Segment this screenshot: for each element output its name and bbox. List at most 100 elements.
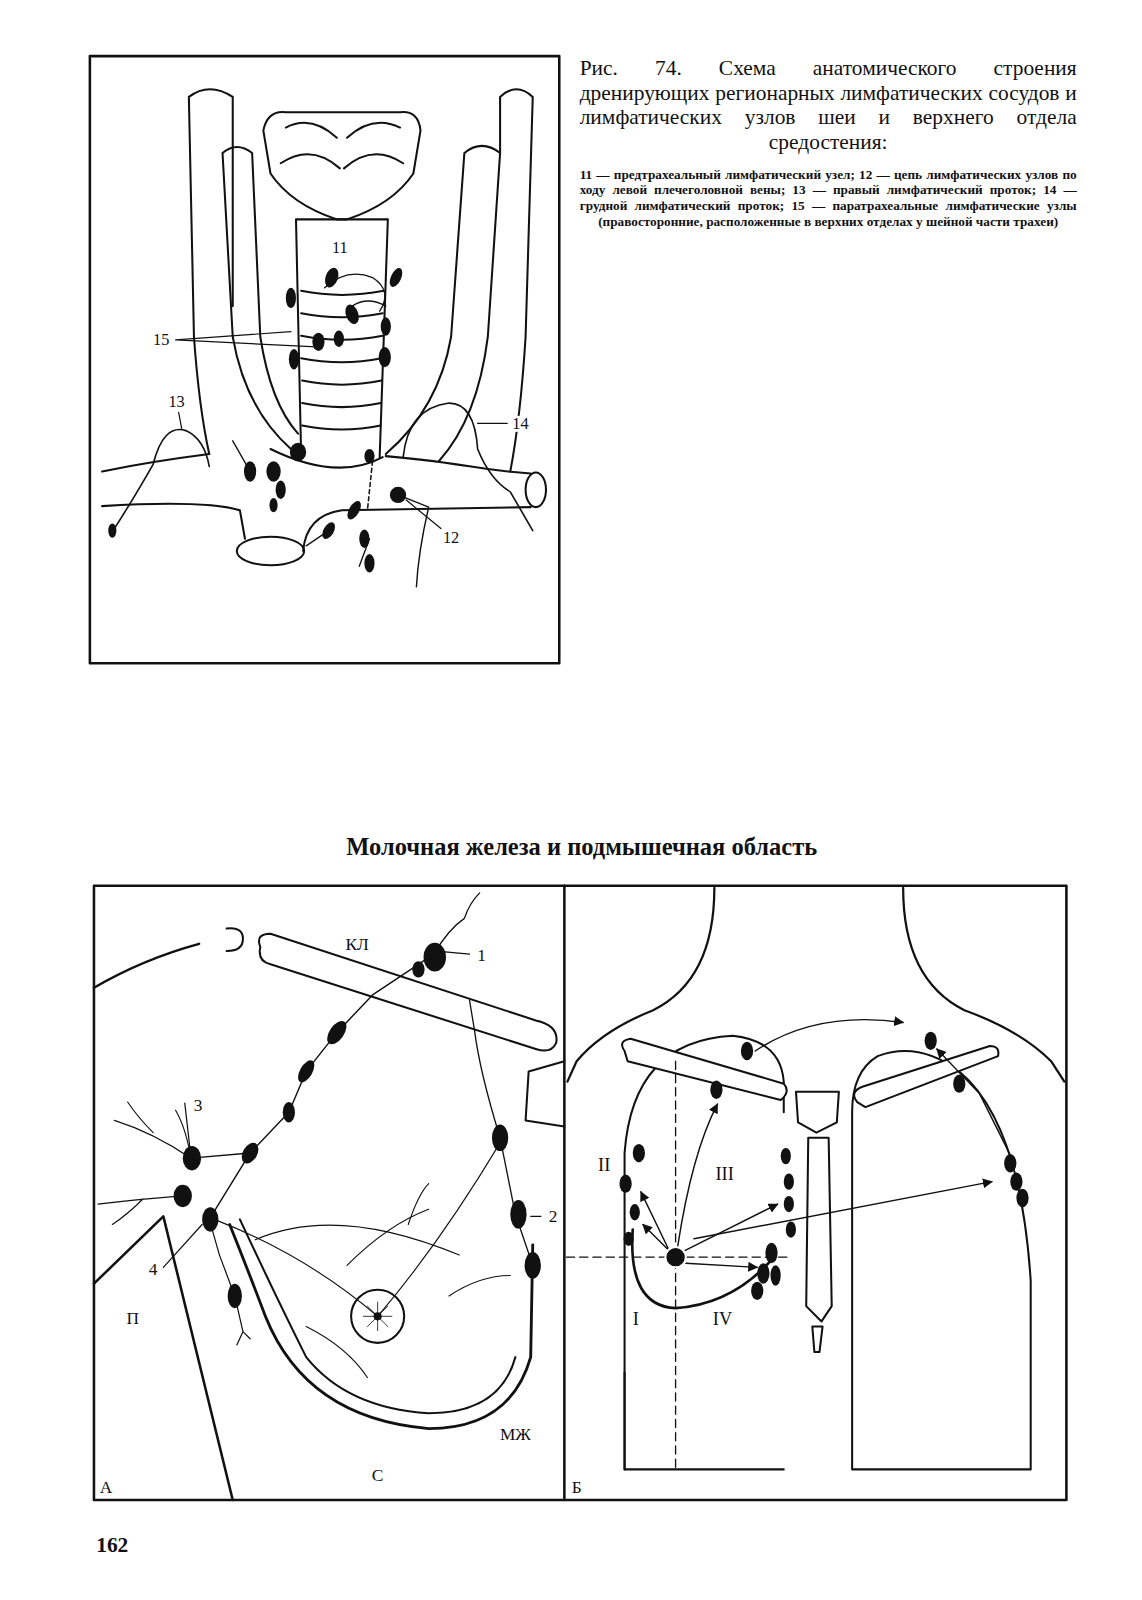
breast-figure-part xyxy=(469,1000,532,1265)
region-numeral: II xyxy=(596,1156,612,1174)
breast-figure-part xyxy=(526,1061,565,1126)
part-label: КЛ xyxy=(344,936,371,953)
neck-figure-part xyxy=(381,317,391,335)
neck-figure-part xyxy=(269,498,277,512)
breast-figure-part xyxy=(757,1263,769,1283)
neck-figure-part xyxy=(301,291,384,430)
neck-figure-part xyxy=(500,89,533,471)
breast-figure-part xyxy=(765,1243,777,1263)
breast-figure-part xyxy=(684,1204,778,1251)
neck-figure-part xyxy=(223,147,299,449)
neck-figure-part xyxy=(237,537,304,566)
breast-figure-part xyxy=(191,954,434,1219)
region-numeral: III xyxy=(713,1164,735,1182)
neck-figure-part xyxy=(114,430,209,529)
callout-number: 13 xyxy=(166,394,186,410)
neck-figure-part xyxy=(102,454,245,539)
breast-figure-part xyxy=(259,934,557,1051)
breast-figure-part xyxy=(566,1061,787,1469)
breast-figure-part xyxy=(1004,1154,1016,1172)
breast-figure-part xyxy=(625,1036,784,1470)
breast-figure-part xyxy=(295,1058,318,1085)
breast-figure-part xyxy=(686,1263,757,1267)
breast-figure-part xyxy=(94,886,1066,1500)
breast-figure-part xyxy=(1016,1189,1028,1207)
breast-figure-part xyxy=(174,1185,192,1207)
neck-figure-part xyxy=(403,403,533,531)
breast-figure-part xyxy=(854,1046,998,1107)
breast-figure-part xyxy=(619,1174,631,1192)
breast-figure-part xyxy=(710,1081,722,1099)
breast-figure xyxy=(94,886,1066,1500)
neck-figure-part xyxy=(334,331,344,347)
neck-figure-part xyxy=(276,481,286,499)
neck-figure-part xyxy=(526,472,546,507)
breast-figure-part xyxy=(665,1247,685,1267)
breast-figure-part xyxy=(741,1042,753,1060)
callout-number: 3 xyxy=(192,1098,205,1115)
panel-letter: А xyxy=(98,1479,115,1496)
breast-figure-part xyxy=(94,944,199,988)
breast-figure-part xyxy=(202,1207,218,1231)
breast-figure-part xyxy=(633,1144,645,1162)
neck-figure-part xyxy=(263,112,420,219)
breast-figure-part xyxy=(925,1032,937,1050)
breast-figure-part xyxy=(238,1140,262,1167)
breast-figure-part xyxy=(643,1224,670,1251)
neck-figure-part xyxy=(189,89,233,454)
neck-figure-part xyxy=(281,154,403,168)
breast-figure-part xyxy=(784,1173,794,1189)
breast-figure-part xyxy=(786,1221,796,1237)
breast-figure-part xyxy=(625,1372,784,1469)
part-label: П xyxy=(124,1310,141,1327)
neck-figure-part xyxy=(176,332,508,529)
breast-figure-part xyxy=(678,1104,718,1247)
breast-figure-part xyxy=(751,1282,763,1300)
breast-figure-part xyxy=(641,1192,669,1249)
neck-figure-part xyxy=(290,443,306,461)
breast-figure-part xyxy=(214,1143,510,1378)
breast-figure-part xyxy=(163,951,541,1267)
neck-figure-part xyxy=(270,449,382,468)
breast-figure-part xyxy=(209,1219,250,1345)
breast-figure-part xyxy=(283,1102,295,1122)
neck-figure-part xyxy=(108,266,406,573)
breast-figure-part xyxy=(183,1146,201,1170)
callout-number: 11 xyxy=(330,240,350,256)
neck-figure-part xyxy=(108,523,116,537)
breast-figure-part xyxy=(781,1148,791,1164)
neck-figure-part xyxy=(286,288,296,308)
breast-figure-part xyxy=(434,893,480,954)
breast-figure-part xyxy=(510,1200,526,1229)
neck-figure xyxy=(90,56,559,663)
neck-figure-part xyxy=(244,461,256,481)
neck-figure-part xyxy=(367,461,372,510)
neck-figure-part xyxy=(286,123,400,138)
breast-figure-part xyxy=(784,1196,794,1212)
breast-figure-part xyxy=(796,1092,839,1352)
region-numeral: IV xyxy=(711,1309,734,1327)
neck-figure-part xyxy=(90,56,559,663)
neck-figure-part xyxy=(322,266,340,289)
breast-figure-part xyxy=(492,1124,508,1151)
neck-figure-part xyxy=(387,266,405,289)
page-number: 162 xyxy=(94,1535,130,1556)
breast-figure-part xyxy=(227,928,243,951)
figure-caption: Рис. 74. Схема анатомического строения д… xyxy=(580,56,1077,155)
breast-figure-part xyxy=(424,943,446,972)
breast-figure-part xyxy=(937,1049,1010,1155)
breast-figure-part xyxy=(94,1216,233,1500)
neck-figure-part xyxy=(233,441,370,567)
neck-figure-part xyxy=(312,333,324,351)
neck-figure-part xyxy=(320,520,338,541)
breast-figure-part xyxy=(619,1032,1028,1300)
breast-figure-part xyxy=(624,1232,634,1246)
callout-number: 15 xyxy=(151,332,171,348)
neck-figure-part xyxy=(379,347,391,367)
neck-figure-part xyxy=(289,349,299,369)
neck-figure-part xyxy=(296,219,388,457)
breast-figure-part xyxy=(323,1018,350,1048)
